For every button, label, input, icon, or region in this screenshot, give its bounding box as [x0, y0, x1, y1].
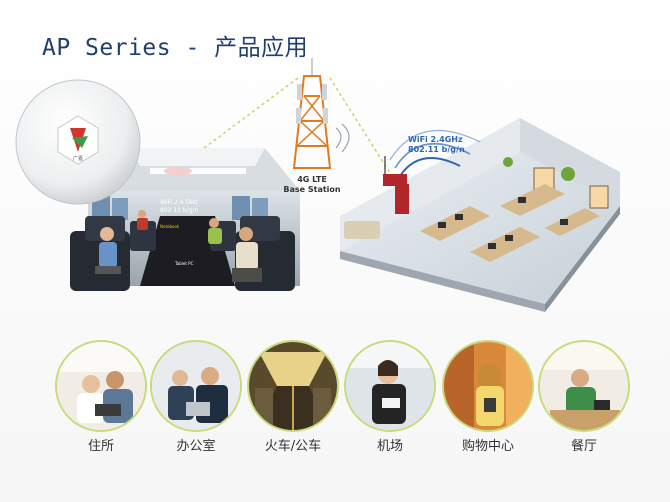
train-wifi-label-line1: WiFi 2.4 GHz [160, 199, 198, 206]
scenario-image-restaurant [538, 340, 630, 432]
scenario-label-shopping-mall: 购物中心 [461, 439, 514, 454]
train-notebook-label: Notebook [160, 224, 180, 229]
office-scene: WiFi 2.4GHz 802.11 b/g/n [340, 118, 620, 312]
scenario-image-office [150, 340, 242, 432]
scenario-label-office: 办公室 [176, 439, 216, 454]
office-wifi-label-line1: WiFi 2.4GHz [408, 135, 463, 144]
scenario-image-train-bus [247, 340, 339, 432]
scenario-image-airport [344, 340, 436, 432]
scenario-image-shopping-mall [442, 340, 534, 432]
scenario-label-train-bus: 火车/公车 [264, 439, 322, 454]
office-wifi-label-line2: 802.11 b/g/n [408, 145, 465, 154]
slide-title: AP Series - 产品应用 [42, 35, 309, 61]
train-interior-scene: WiFi 2.4 GHz 802.11 b/g/n Notebook Table… [70, 148, 300, 291]
ap-logo-caption: 广嘉 [73, 155, 83, 162]
hero-illustration: WiFi 2.4 GHz 802.11 b/g/n Notebook Table… [15, 58, 620, 312]
tower-label-line2: Base Station [283, 185, 341, 194]
scenario-label-home: 住所 [87, 439, 114, 454]
train-wifi-label-line2: 802.11 b/g/n [160, 207, 199, 214]
scenario-label-restaurant: 餐厅 [570, 439, 597, 454]
access-point-device: 广嘉 [15, 79, 141, 205]
train-tablet-label: Tablet PC [174, 261, 194, 266]
scenario-image-home [55, 340, 147, 432]
lte-tower-icon: 4G LTE Base Station [283, 58, 350, 194]
scenario-label-airport: 机场 [376, 439, 403, 454]
tower-label-line1: 4G LTE [297, 175, 327, 184]
